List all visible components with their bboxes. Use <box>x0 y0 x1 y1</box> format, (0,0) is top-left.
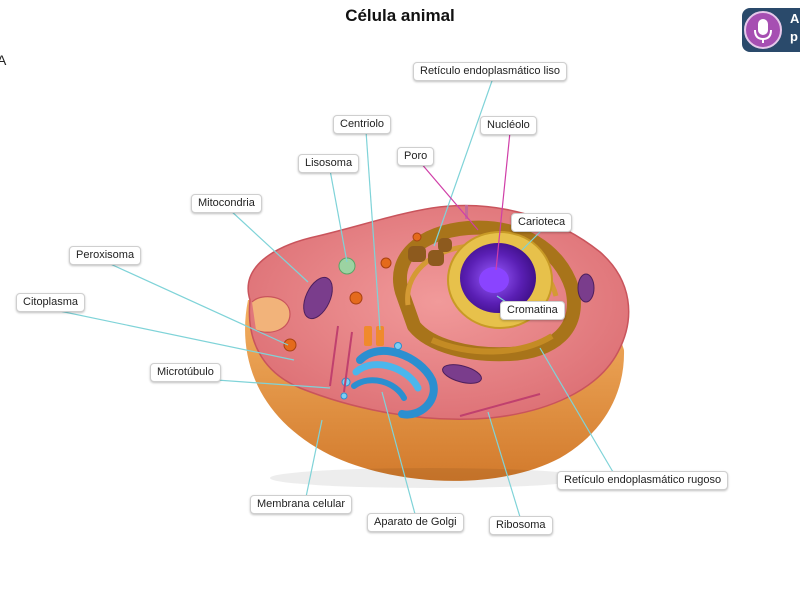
mitochondrion-2 <box>442 364 482 384</box>
left-edge-fragment: A <box>0 52 7 68</box>
label-poro: Poro <box>397 147 435 166</box>
label-microtubulo: Microtúbulo <box>150 363 221 382</box>
badge-text-top: A <box>790 11 800 26</box>
peroxisome <box>283 338 297 352</box>
label-reticulo-rugoso: Retículo endoplasmático rugoso <box>557 471 729 490</box>
lysosome <box>338 257 356 275</box>
voice-badge[interactable]: A p <box>742 8 800 52</box>
label-carioteca: Carioteca <box>511 213 573 232</box>
label-reticulo-liso: Retículo endoplasmático liso <box>413 62 568 81</box>
membrane-notch <box>251 296 291 333</box>
smooth-er <box>408 238 452 266</box>
leader-lines <box>49 77 614 518</box>
mitochondrion-1 <box>303 276 333 320</box>
label-citoplasma: Citoplasma <box>16 293 86 312</box>
label-centriolo: Centriolo <box>333 115 392 134</box>
label-lisosoma: Lisosoma <box>298 154 360 173</box>
badge-text-bottom: p <box>790 29 798 44</box>
microtubules <box>329 325 541 417</box>
label-cromatina: Cromatina <box>500 301 565 320</box>
label-peroxisoma: Peroxisoma <box>69 246 142 265</box>
golgi-apparatus <box>340 342 438 419</box>
diagram-title: Célula animal <box>345 6 455 25</box>
label-golgi: Aparato de Golgi <box>367 513 464 532</box>
label-ribosoma: Ribosoma <box>489 516 553 535</box>
microphone-icon[interactable] <box>744 11 782 49</box>
mitochondrion-3 <box>577 273 595 303</box>
nucleolus <box>479 267 509 293</box>
label-mitocondria: Mitocondria <box>191 194 262 213</box>
label-membrana: Membrana celular <box>250 495 353 514</box>
centriole <box>364 326 384 346</box>
label-nucleolo: Nucléolo <box>480 116 537 135</box>
